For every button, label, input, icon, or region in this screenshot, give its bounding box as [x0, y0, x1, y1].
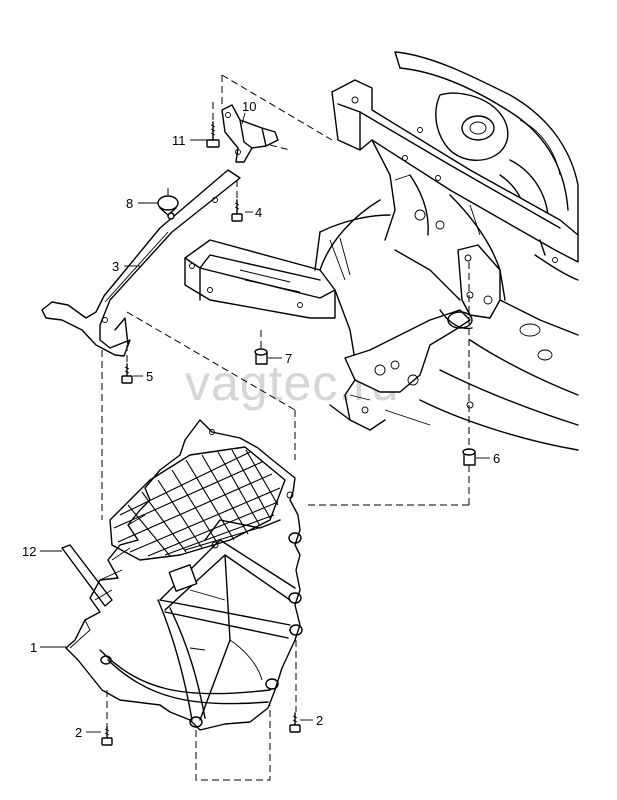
- callout-8: 8: [126, 196, 133, 211]
- callout-11: 11: [172, 133, 186, 148]
- callout-5: 5: [146, 369, 153, 384]
- seal-strip: [61, 544, 113, 607]
- callout-2a: 2: [75, 725, 82, 740]
- callout-10: 10: [242, 99, 256, 114]
- bolt-2-left: [101, 725, 113, 746]
- callout-4: 4: [255, 205, 262, 220]
- callout-1: 1: [30, 640, 37, 655]
- bolt-11: [206, 121, 220, 148]
- assembly-lines: [101, 74, 470, 781]
- bracket: [221, 104, 279, 163]
- bolt-2-right: [289, 712, 301, 733]
- callout-12: 12: [22, 544, 36, 559]
- clip-8: [157, 195, 179, 220]
- callout-3: 3: [112, 259, 119, 274]
- bolt-5: [121, 363, 133, 384]
- nut-6: [462, 448, 476, 466]
- callout-6: 6: [493, 451, 500, 466]
- underbody-skid-plate: [65, 419, 303, 731]
- callout-labels: 1 2 2 3 4 5 6 7 8 10 11 12: [22, 99, 500, 740]
- screw-4: [231, 199, 243, 222]
- callout-7: 7: [285, 351, 292, 366]
- support-strut: [41, 169, 241, 357]
- callout-leaders: [40, 112, 490, 733]
- nut-7: [254, 348, 268, 365]
- callout-2b: 2: [316, 713, 323, 728]
